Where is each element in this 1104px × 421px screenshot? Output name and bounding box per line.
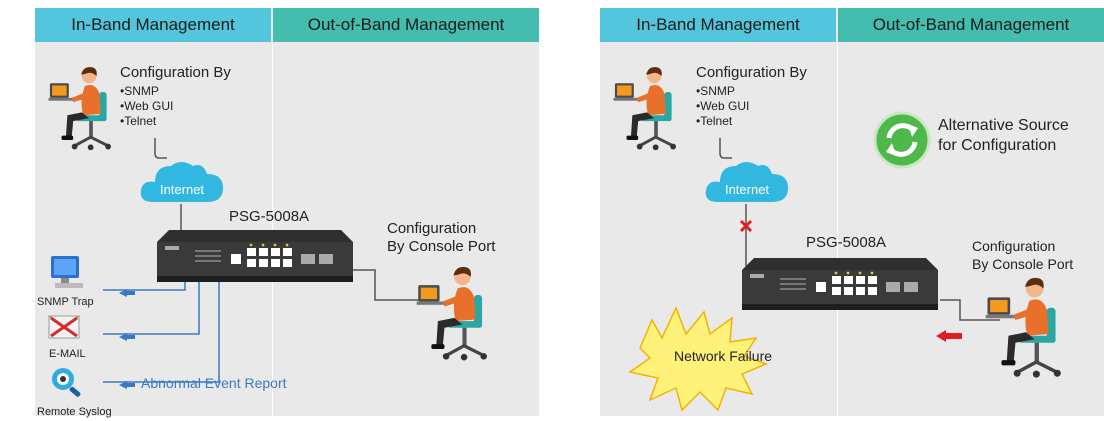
- header-in-band: In-Band Management: [35, 8, 271, 42]
- cloud-icon: [137, 156, 227, 206]
- snmp-trap-label: SNMP Trap: [37, 296, 94, 308]
- arrow-left-icon: [936, 330, 962, 342]
- person-at-laptop-icon: [984, 274, 1080, 380]
- console-label-2: By Console Port: [387, 238, 496, 255]
- device-name: PSG-5008A: [806, 234, 887, 251]
- monitor-icon: [49, 254, 89, 290]
- config-by-label: Configuration By: [120, 64, 231, 81]
- left-panel: In-Band Management Out-of-Band Managemen…: [35, 8, 539, 418]
- internet-label: Internet: [159, 182, 205, 197]
- person-at-laptop-icon: [415, 263, 505, 363]
- burst-icon: [628, 306, 769, 412]
- band-divider: [272, 42, 273, 416]
- switch-icon: [155, 228, 355, 284]
- console-label-2: By Console Port: [972, 256, 1074, 272]
- method-telnet: •Telnet: [696, 114, 733, 128]
- right-panel: In-Band Management Out-of-Band Managemen…: [600, 8, 1104, 416]
- remote-syslog-label: Remote Syslog: [37, 406, 112, 418]
- method-snmp: •SNMP: [696, 84, 735, 98]
- arrow-left-icon: [119, 289, 135, 389]
- network-failure-label: Network Failure: [674, 348, 773, 364]
- band-divider: [837, 42, 838, 416]
- right-connections: [628, 138, 1000, 412]
- abnormal-event-label: Abnormal Event Report: [141, 375, 287, 391]
- email-label: E-MAIL: [49, 348, 86, 360]
- person-at-laptop-icon: [47, 58, 127, 158]
- magnifier-icon: [47, 364, 87, 400]
- console-label-1: Configuration: [387, 220, 477, 237]
- header-in-band: In-Band Management: [600, 8, 836, 42]
- person-at-laptop-icon: [612, 58, 692, 158]
- refresh-icon: [872, 110, 932, 170]
- switch-icon: [740, 256, 940, 312]
- method-snmp: •SNMP: [120, 84, 159, 98]
- method-telnet: •Telnet: [120, 114, 157, 128]
- console-label-1: Configuration: [972, 238, 1056, 254]
- alt-source-line-1: Alternative Source: [938, 117, 1069, 134]
- header-out-of-band: Out-of-Band Management: [273, 8, 539, 42]
- left-connections: [103, 138, 430, 389]
- cross-icon: [739, 219, 753, 233]
- config-by-label: Configuration By: [696, 64, 807, 81]
- method-web-gui: •Web GUI: [696, 99, 750, 113]
- alt-source-line-2: for Configuration: [938, 137, 1057, 154]
- device-name: PSG-5008A: [229, 208, 310, 225]
- method-web-gui: •Web GUI: [120, 99, 174, 113]
- cloud-icon: [702, 156, 792, 206]
- internet-label: Internet: [724, 182, 770, 197]
- envelope-icon: [45, 308, 85, 344]
- header-out-of-band: Out-of-Band Management: [838, 8, 1104, 42]
